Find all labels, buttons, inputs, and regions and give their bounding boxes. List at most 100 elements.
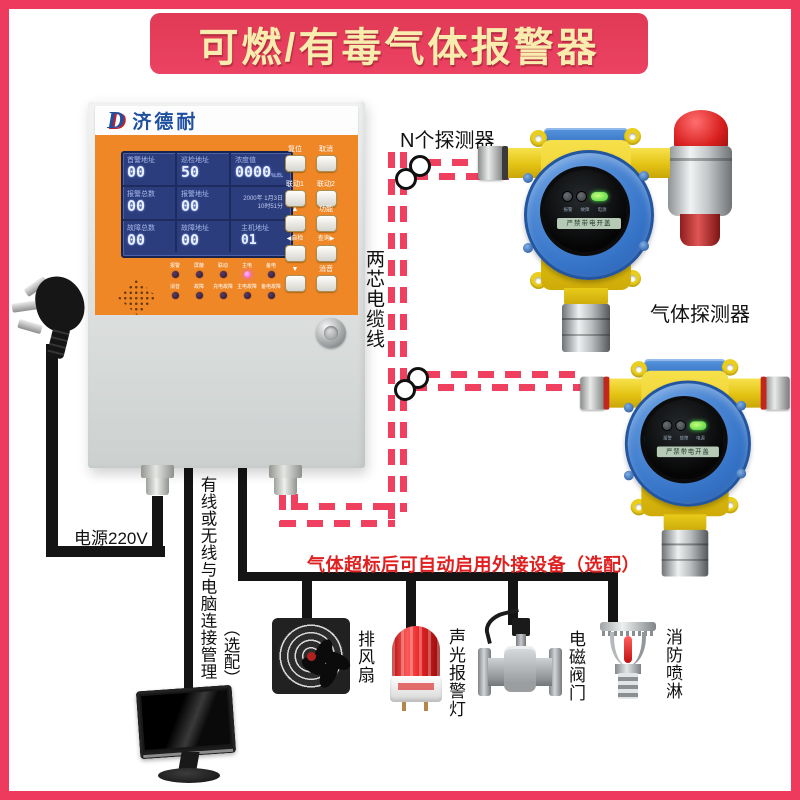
detector-window: 报警故障电源 严禁带电开盖 <box>640 396 728 484</box>
n-detectors-label: N个探测器 <box>400 130 495 152</box>
sprinkler-frame <box>610 632 646 666</box>
bezel-screw <box>623 470 634 481</box>
panel-button-up: ▲ <box>278 205 312 232</box>
signal-cable-dash <box>292 503 407 510</box>
brand-mark-icon: D <box>107 107 125 134</box>
monitor-base <box>158 768 220 783</box>
device-label-sprinkler: 消防喷淋 <box>663 628 682 700</box>
beacon-base <box>390 676 442 702</box>
detector-leds <box>644 421 724 430</box>
fire-sprinkler <box>600 620 656 700</box>
sprinkler-deflector <box>600 622 656 631</box>
plug-prong <box>17 318 43 335</box>
fan-hub <box>306 651 316 661</box>
panel-button-reset: 复位 <box>278 145 312 172</box>
bezel-screw <box>736 400 747 411</box>
gas-detector-label: 气体探测器 <box>650 304 750 326</box>
power-label: 电源220V <box>74 529 148 548</box>
sensor-neck <box>663 514 707 532</box>
beacon-leg <box>424 702 428 711</box>
detector-bezel: 报警故障电源 严禁带电开盖 <box>523 150 654 280</box>
device-label-beacon: 声光报警灯 <box>446 628 465 718</box>
brand-logo: D 济德耐 <box>95 106 358 135</box>
detector-alarm-led <box>562 192 572 201</box>
bezel-screw <box>639 241 649 251</box>
sprinkler-thread <box>618 673 638 699</box>
signal-cable-dash <box>279 494 286 527</box>
detector-cable-nut <box>478 146 504 180</box>
detector-window: 报警故障电源 严禁带电开盖 <box>540 166 630 256</box>
sprinkler-nut <box>615 664 641 674</box>
detector-leds <box>544 192 626 201</box>
signal-cable-dash <box>424 371 585 378</box>
panel-button-cancel: 取消 <box>309 145 343 172</box>
power-plug <box>10 270 90 360</box>
pc-link-label: 有线或无线与电脑连接管理 <box>198 476 216 680</box>
speaker-grille-icon <box>117 279 157 315</box>
valve-stem <box>516 634 526 648</box>
signal-cable-dash <box>425 159 510 166</box>
detector-power-led <box>590 192 608 201</box>
device-drop-sprinkler <box>608 579 618 623</box>
detector-led-labels: 报警故障电源 <box>563 207 607 213</box>
detector-power-led <box>689 421 706 430</box>
external-devices-note: 气体超标后可自动启用外接设备（选配） <box>307 555 640 575</box>
exhaust-fan <box>272 618 353 694</box>
panel-button-selftest: ◀自检 <box>278 235 312 262</box>
led-shield <box>195 271 203 278</box>
pc-cable-line <box>184 466 193 688</box>
lcd-cell: 浓度值 0000%LEL <box>231 153 287 187</box>
signal-cable-dash <box>400 152 407 512</box>
cable-junction <box>395 168 417 190</box>
page-title-banner: 可燃/有毒气体报警器 <box>150 13 648 74</box>
device-label-fan: 排风扇 <box>355 630 374 684</box>
sensor-cylinder <box>661 529 709 577</box>
detector-o-ring <box>603 376 610 410</box>
sounder-body <box>668 146 732 216</box>
led-alarm <box>171 271 179 278</box>
sounder-tail <box>680 214 720 246</box>
panel-button-linkage2: 联动2 <box>309 180 343 207</box>
gas-detector-2: 报警故障电源 严禁带电开盖 <box>580 332 790 580</box>
sounder-dome <box>674 110 728 150</box>
sensor-cylinder <box>562 304 610 352</box>
signal-cable-dash <box>412 173 510 180</box>
led-main-power <box>243 271 251 278</box>
panel-button-down: ▼ <box>278 265 312 292</box>
devices-cable-line <box>238 572 618 581</box>
detector-fault-led <box>576 192 586 201</box>
power-cable-line <box>46 546 165 557</box>
led-indicator-row: 报警 屏蔽 联动 主电 备电 <box>163 261 283 278</box>
mounting-ear <box>624 128 641 145</box>
devices-cable-line <box>238 466 247 579</box>
brand-name: 济德耐 <box>132 112 199 133</box>
beacon-leg <box>402 702 406 711</box>
led-linkage <box>219 271 227 278</box>
detector-fault-led <box>675 421 685 430</box>
key-lock-icon <box>316 318 346 348</box>
detector-cable-nut <box>580 376 606 410</box>
led-backup-fault <box>267 292 275 299</box>
alarm-sounder <box>654 110 738 250</box>
detector-o-ring <box>760 376 767 410</box>
bezel-screw <box>523 173 533 183</box>
bezel-screw <box>623 402 634 413</box>
computer-monitor <box>135 684 240 790</box>
cable-gland <box>141 465 174 497</box>
sensor-neck <box>564 288 608 306</box>
panel-button-mute: 消音 <box>309 265 343 292</box>
bezel-screw <box>639 171 649 181</box>
detector-alarm-led <box>662 421 671 430</box>
panel-button-linkage1: 联动1 <box>278 180 312 207</box>
valve-body <box>504 646 536 692</box>
detector-warning-label: 严禁带电开盖 <box>557 218 621 229</box>
detector-cable-nut <box>764 376 790 410</box>
mounting-ear <box>721 359 739 376</box>
